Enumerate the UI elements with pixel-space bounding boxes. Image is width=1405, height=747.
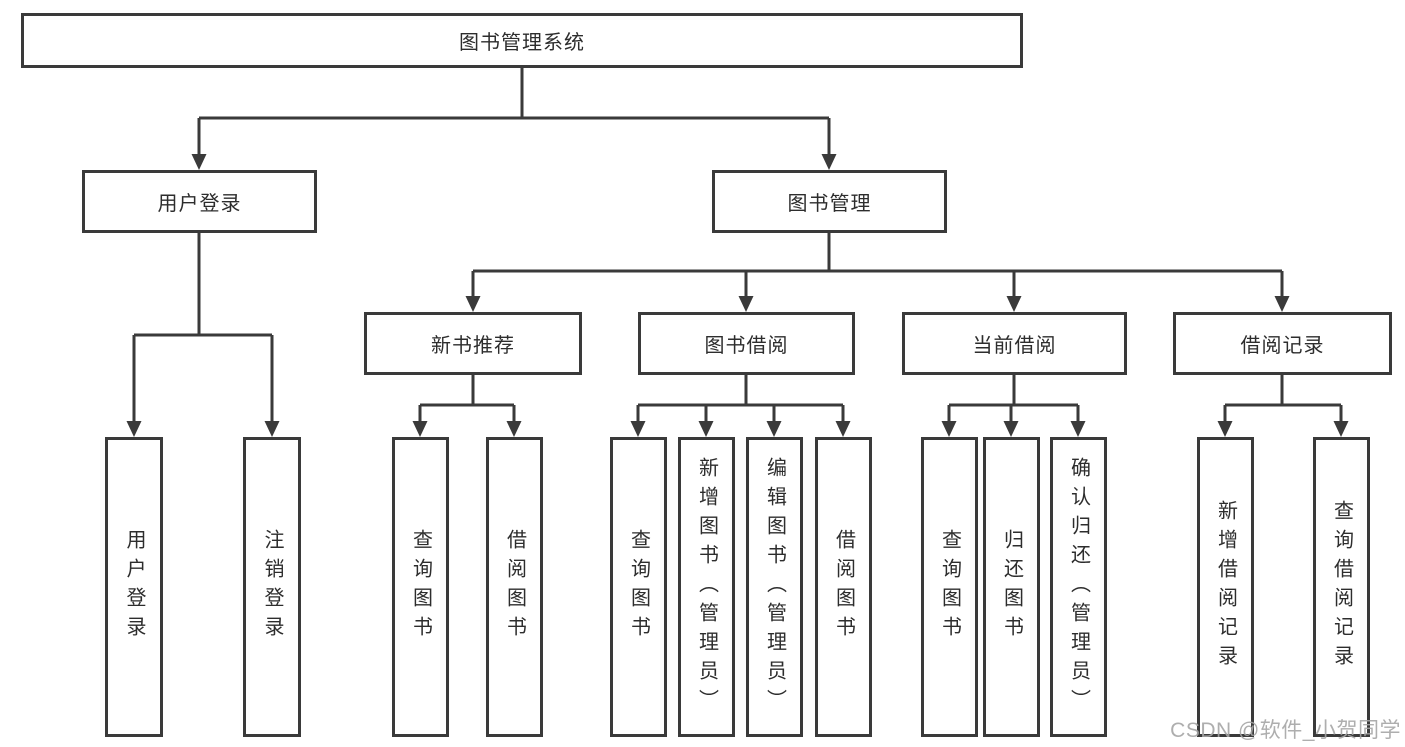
arrowhead: [1217, 421, 1233, 437]
arrowhead: [1003, 421, 1019, 437]
node-new-book-recommend-label: 新书推荐: [431, 335, 515, 357]
node-root-label: 图书管理系统: [459, 32, 585, 54]
leaf-logout-label: 注销登录: [261, 529, 283, 645]
leaf-add-book-admin: 新增图书（管理员）: [678, 437, 735, 737]
arrowhead: [264, 421, 280, 437]
leaf-return-book: 归还图书: [983, 437, 1040, 737]
connector-book-mgmt-fork: [471, 233, 1284, 296]
node-book-management: 图书管理: [712, 170, 947, 233]
leaf-borrow-book: 借阅图书: [815, 437, 872, 737]
leaf-current-query-book: 查询图书: [921, 437, 978, 737]
connector-user-login-fork: [132, 233, 274, 421]
node-user-login: 用户登录: [82, 170, 317, 233]
leaf-recommend-query-book-label: 查询图书: [409, 529, 432, 645]
arrowhead: [630, 421, 646, 437]
connector-book-borrow-fork: [636, 375, 845, 421]
arrowhead: [191, 154, 207, 170]
leaf-edit-book-admin: 编辑图书（管理员）: [746, 437, 803, 737]
leaf-query-borrow-record-label: 查询借阅记录: [1330, 500, 1353, 674]
connector-current-borrow-fork: [947, 375, 1080, 421]
leaf-user-login-label: 用户登录: [123, 529, 145, 645]
leaf-user-login: 用户登录: [105, 437, 163, 737]
node-book-borrow-label: 图书借阅: [704, 335, 789, 357]
leaf-confirm-return-admin-label: 确认归还（管理员）: [1067, 456, 1090, 718]
leaf-edit-book-admin-label: 编辑图书（管理员）: [763, 456, 786, 718]
leaf-recommend-borrow-book-label: 借阅图书: [503, 529, 526, 645]
leaf-current-query-book-label: 查询图书: [938, 529, 961, 645]
leaf-borrow-query-book: 查询图书: [610, 437, 667, 737]
node-book-management-label: 图书管理: [787, 193, 872, 215]
arrowhead: [465, 296, 481, 312]
arrowhead: [835, 421, 851, 437]
arrowhead: [126, 421, 142, 437]
node-book-borrow: 图书借阅: [638, 312, 855, 375]
arrowhead: [1006, 296, 1022, 312]
leaf-add-borrow-record: 新增借阅记录: [1197, 437, 1254, 737]
connector-new-book-fork: [418, 375, 516, 421]
leaf-borrow-query-book-label: 查询图书: [627, 529, 650, 645]
arrowhead: [766, 421, 782, 437]
node-root: 图书管理系统: [21, 13, 1023, 68]
arrowhead: [1070, 421, 1086, 437]
arrowhead: [941, 421, 957, 437]
leaf-confirm-return-admin: 确认归还（管理员）: [1050, 437, 1107, 737]
leaf-add-borrow-record-label: 新增借阅记录: [1214, 500, 1237, 674]
leaf-query-borrow-record: 查询借阅记录: [1313, 437, 1370, 737]
arrowhead: [1333, 421, 1349, 437]
node-user-login-label: 用户登录: [157, 193, 242, 215]
leaf-return-book-label: 归还图书: [1000, 529, 1023, 645]
node-borrow-record: 借阅记录: [1173, 312, 1392, 375]
arrowhead: [698, 421, 714, 437]
arrowhead: [1274, 296, 1290, 312]
arrowhead: [821, 154, 837, 170]
csdn-watermark: CSDN @软件_小贺同学: [1170, 719, 1401, 742]
connector-root-fork: [197, 68, 831, 154]
connector-borrow-record-fork: [1223, 375, 1343, 421]
node-new-book-recommend: 新书推荐: [364, 312, 582, 375]
leaf-recommend-borrow-book: 借阅图书: [486, 437, 543, 737]
arrowhead: [412, 421, 428, 437]
arrowhead: [506, 421, 522, 437]
leaf-borrow-book-label: 借阅图书: [832, 529, 855, 645]
leaf-add-book-admin-label: 新增图书（管理员）: [695, 456, 718, 718]
arrowhead: [738, 296, 754, 312]
node-borrow-record-label: 借阅记录: [1240, 335, 1325, 357]
node-current-borrow-label: 当前借阅: [972, 335, 1057, 357]
leaf-recommend-query-book: 查询图书: [392, 437, 449, 737]
leaf-logout: 注销登录: [243, 437, 301, 737]
node-current-borrow: 当前借阅: [902, 312, 1127, 375]
